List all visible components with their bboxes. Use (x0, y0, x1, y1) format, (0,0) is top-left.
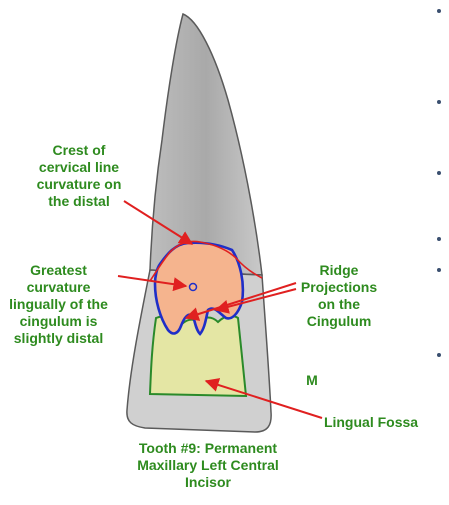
ridge-pointer-arrow-1 (184, 282, 297, 321)
label-line: cingulum is (19, 313, 98, 329)
caption-line: Tooth #9: Permanent (138, 440, 278, 456)
label-line: Ridge (319, 262, 359, 278)
slide-bullet (437, 171, 441, 175)
label-line: Cingulum (306, 313, 372, 329)
label-line: lingually of the (9, 296, 108, 312)
caption-line: Maxillary Left Central (137, 457, 279, 473)
label-line: curvature on (36, 176, 122, 192)
label-line: slightly distal (13, 330, 104, 346)
label-ridge-projections: Ridge Projections on the Cingulum (284, 262, 394, 330)
label-crest-of-cervical-line: Crest of cervical line curvature on the … (14, 142, 144, 210)
slide-bullet (437, 100, 441, 104)
caption-tooth-name: Tooth #9: Permanent Maxillary Left Centr… (118, 440, 298, 491)
slide-bullet (437, 237, 441, 241)
ridge-pointer-arrow-2 (214, 288, 297, 314)
crest-pointer-arrow (123, 200, 194, 245)
cervical-line (149, 240, 263, 282)
label-greatest-curvature: Greatest curvature lingually of the cing… (0, 262, 121, 347)
greatest-curvature-marker (188, 282, 198, 292)
slide-bullet (437, 268, 441, 272)
label-line: Crest of (52, 142, 106, 158)
label-line: curvature (26, 279, 91, 295)
label-mesial-marker: M (306, 372, 318, 388)
caption-line: Incisor (185, 474, 231, 490)
greatest-curvature-pointer-arrow (117, 275, 188, 292)
label-line: on the (318, 296, 360, 312)
tooth-root (149, 12, 263, 276)
label-line: the distal (48, 193, 110, 209)
lingual-fossa-pointer-arrow (204, 378, 323, 419)
label-lingual-fossa: Lingual Fossa (323, 414, 419, 430)
label-line: Projections (300, 279, 378, 295)
slide-bullet (437, 9, 441, 13)
slide-bullet (437, 353, 441, 357)
label-line: cervical line (38, 159, 120, 175)
label-line: Greatest (30, 262, 87, 278)
